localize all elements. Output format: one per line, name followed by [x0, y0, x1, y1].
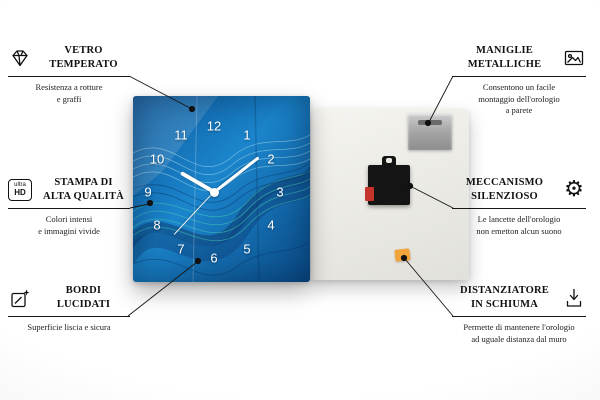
callout-title: MECCANISMO SILENZIOSO [452, 176, 557, 203]
clock-number: 11 [174, 127, 188, 143]
callout-vetro-temperato: VETRO TEMPERATO Resistenza a rotture e gr… [8, 44, 130, 105]
callout-meccanismo-silenzioso: MECCANISMO SILENZIOSO ⚙ Le lancette dell'… [452, 176, 586, 237]
spacer-arrow-icon [562, 286, 586, 310]
foam-spacer [394, 248, 411, 262]
hanger-slot [418, 120, 442, 125]
callout-title: BORDI LUCIDATI [37, 284, 130, 311]
gear-icon: ⚙ [562, 176, 586, 202]
callout-description: Le lancette dell'orologio non emetton al… [476, 214, 562, 236]
clock-number: 12 [206, 118, 222, 134]
clock-number: 5 [243, 241, 251, 257]
gear-glyph: ⚙ [564, 176, 584, 202]
callout-description: Colori intensi e immagini vivide [38, 214, 100, 236]
title-line2: SILENZIOSO [471, 190, 538, 202]
callout-header: BORDI LUCIDATI [8, 284, 130, 318]
mechanism-hook [382, 156, 396, 166]
clock-number: 7 [177, 241, 185, 257]
callout-stampa-alta-qualita: ultra HD STAMPA DI ALTA QUALITÀ Colori in… [8, 176, 130, 237]
polished-edge-icon [8, 286, 32, 310]
callout-title: DISTANZIATORE IN SCHIUMA [452, 284, 557, 311]
ultra-hd-icon: ultra HD [8, 178, 32, 202]
diamond-icon [8, 46, 32, 70]
hd-label-big: HD [14, 188, 26, 198]
title-line2: IN SCHIUMA [470, 298, 539, 310]
mechanism-red-detail [365, 187, 374, 201]
title-line1: MECCANISMO [465, 177, 544, 188]
clock-number: 6 [210, 250, 218, 266]
mechanism-hook-hole [386, 158, 392, 163]
clock-center-pivot [209, 187, 219, 197]
callout-header: MANIGLIE METALLICHE [452, 44, 586, 78]
title-line2: TEMPERATO [49, 58, 118, 70]
callout-description: Consentono un facile montaggio dell'orol… [478, 82, 560, 116]
title-line2: ALTA QUALITÀ [43, 190, 124, 202]
clock-front-panel: 12 1 2 3 4 5 6 7 8 9 10 11 [133, 96, 310, 282]
callout-description: Permette di mantenere l'orologio ad ugua… [463, 322, 575, 344]
ultra-hd-badge: ultra HD [8, 178, 32, 201]
callout-distanziatore-schiuma: DISTANZIATORE IN SCHIUMA Permette di mant… [452, 284, 586, 345]
clock-number: 3 [276, 184, 284, 200]
title-line2: LUCIDATI [56, 298, 111, 310]
clock-back-panel [311, 109, 469, 280]
title-line2: METALLICHE [467, 58, 542, 70]
clock-number: 4 [267, 217, 275, 233]
title-line1: MANIGLIE [475, 45, 534, 56]
callout-header: MECCANISMO SILENZIOSO ⚙ [452, 176, 586, 210]
clock-mechanism [365, 156, 410, 205]
callout-header: DISTANZIATORE IN SCHIUMA [452, 284, 586, 318]
callout-description: Resistenza a rotture e graffi [35, 82, 103, 104]
clock-number: 2 [267, 151, 275, 167]
callout-title: VETRO TEMPERATO [37, 44, 130, 71]
callout-header: VETRO TEMPERATO [8, 44, 130, 78]
title-line1: VETRO [64, 45, 103, 56]
clock-number: 10 [149, 151, 165, 167]
picture-frame-icon [562, 46, 586, 70]
clock-number: 9 [144, 184, 152, 200]
callout-description: Superficie liscia e sicura [27, 322, 111, 333]
hd-label-small: ultra [14, 182, 26, 189]
clock-number: 8 [153, 217, 161, 233]
glass-abstract-art [133, 96, 310, 282]
callout-header: ultra HD STAMPA DI ALTA QUALITÀ [8, 176, 130, 210]
callout-bordi-lucidati: BORDI LUCIDATI Superficie liscia e sicura [8, 284, 130, 334]
metal-hanger-plate [408, 114, 452, 150]
title-line1: BORDI [65, 285, 102, 296]
title-line1: DISTANZIATORE [460, 285, 549, 296]
callout-maniglie-metalliche: MANIGLIE METALLICHE Consentono un facile … [452, 44, 586, 117]
clock-number: 1 [243, 127, 251, 143]
callout-title: MANIGLIE METALLICHE [452, 44, 557, 71]
title-line1: STAMPA DI [54, 177, 113, 188]
callout-title: STAMPA DI ALTA QUALITÀ [37, 176, 130, 203]
